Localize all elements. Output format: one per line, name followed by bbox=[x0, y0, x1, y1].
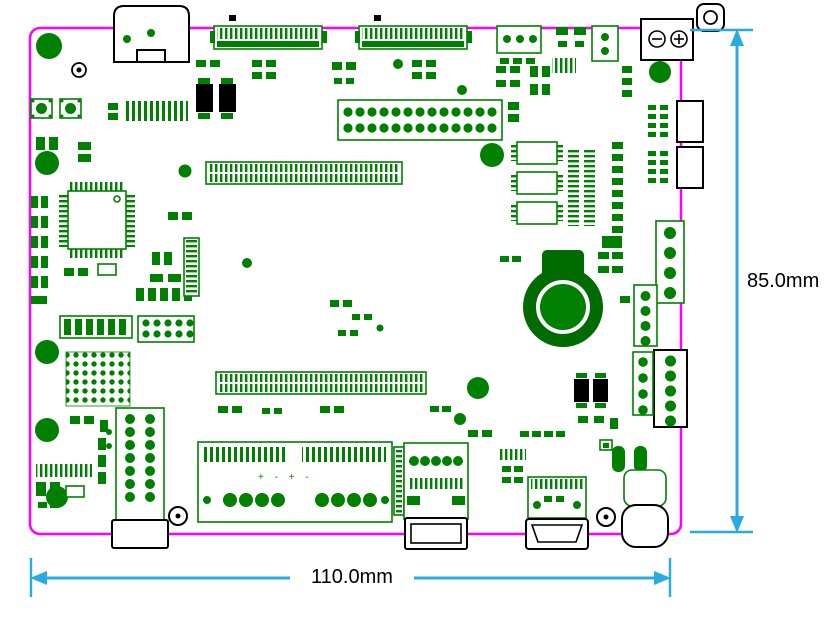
regulator-ics bbox=[511, 141, 623, 248]
dimension-height bbox=[690, 28, 753, 534]
smd-parts-bottom-left bbox=[36, 429, 112, 508]
smd-parts-top-center bbox=[196, 59, 436, 84]
height-dimension-label: 85.0mm bbox=[747, 270, 820, 292]
power-capacitor bbox=[500, 250, 644, 347]
screw-mark-right bbox=[596, 507, 616, 527]
board-to-board-connector-bottom bbox=[215, 371, 427, 395]
bga-ic bbox=[65, 351, 131, 432]
screw-mark-left bbox=[168, 506, 188, 526]
audio-jack bbox=[696, 3, 725, 32]
smd-parts-center bbox=[218, 300, 451, 414]
gpio-header-bottom-left bbox=[111, 407, 169, 549]
vertical-connector-center bbox=[183, 237, 200, 297]
board-to-board-connector-top bbox=[205, 161, 403, 185]
micro-usb-connector bbox=[525, 476, 589, 550]
capacitors-black bbox=[196, 78, 236, 119]
pin-header-2x13 bbox=[337, 99, 519, 141]
smd-parts-left bbox=[31, 137, 192, 304]
hdmi-connector bbox=[403, 442, 469, 550]
ffc-connector-1 bbox=[210, 15, 327, 50]
thin-vertical-connector bbox=[393, 446, 405, 516]
speaker-terminal-block: + - + - bbox=[197, 441, 393, 523]
test-point bbox=[71, 62, 87, 78]
usb-c-connector bbox=[612, 446, 669, 548]
io-headers-right bbox=[632, 220, 688, 428]
push-buttons bbox=[30, 98, 82, 119]
ffc-connector-2 bbox=[355, 15, 472, 50]
power-input-connector bbox=[640, 18, 694, 61]
speaker-polarity-label: + - + - bbox=[258, 472, 313, 483]
mosfets-black bbox=[574, 373, 618, 429]
width-dimension-label: 110.0mm bbox=[290, 566, 414, 588]
jumper-header-row bbox=[59, 288, 195, 343]
top-right-connectors bbox=[496, 25, 632, 97]
usb-ports-right bbox=[648, 100, 704, 189]
dc-jack bbox=[108, 5, 190, 121]
smd-parts-bottom bbox=[468, 430, 613, 483]
qfp-ic bbox=[59, 182, 135, 258]
